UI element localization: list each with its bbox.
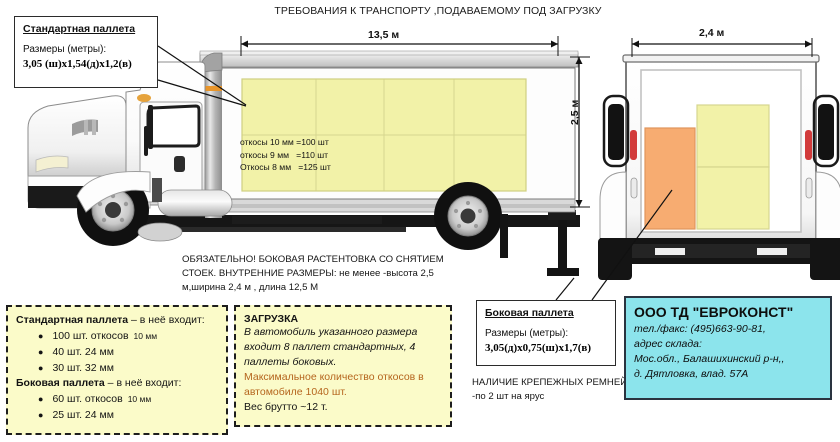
side-item-1: 25 шт. 24 мм (52, 409, 114, 421)
standard-item-1: 40 шт. 24 мм (52, 346, 114, 358)
standard-item-2: 30 шт. 32 мм (52, 362, 114, 374)
bullet-icon: ● (38, 394, 44, 404)
side-pallet-callout: Боковая паллета Размеры (метры): 3,05(д)… (476, 300, 616, 366)
landing-gear (547, 210, 579, 276)
list-item: ● 100 шт. откосов 10 мм (16, 328, 218, 344)
side-pallet-heading-bold: Боковая паллета (16, 377, 105, 389)
bullet-icon: ● (38, 363, 44, 373)
loading-italic-1: входит 8 паллет стандартных, 4 (244, 341, 416, 353)
list-item: ● 25 шт. 24 мм (16, 407, 218, 423)
cargo-pallets-rear (696, 104, 770, 230)
dimension-label-length: 13,5 м (368, 29, 400, 41)
dimension-label-width: 2,4 м (699, 27, 725, 39)
side-pallet-callout-label: Размеры (метры): (485, 328, 569, 339)
bullet-icon: ● (38, 331, 44, 341)
side-pallet-heading: Боковая паллета – в неё входит: (16, 376, 218, 391)
loading-italic-2: паллеты боковых. (244, 356, 337, 368)
side-pallet-heading-rest: – в неё входит: (104, 377, 182, 389)
loading-orange-0: Максимальное количество откосов в (244, 371, 424, 383)
rear-wheel (434, 182, 502, 250)
side-tarp-requirement-text: ОБЯЗАТЕЛЬНО! БОКОВАЯ РАСТЕНТОВКА СО СНЯТ… (182, 254, 444, 293)
standard-pallet-callout: Стандартная паллета Размеры (метры): 3,0… (14, 16, 158, 88)
loading-panel-title: ЗАГРУЗКА (244, 313, 299, 325)
standard-pallet-callout-header: Стандартная паллета (23, 23, 136, 35)
cargo-pallets-side (241, 78, 527, 192)
dimension-lines (240, 36, 813, 208)
bullet-icon: ● (38, 347, 44, 357)
standard-pallet-callout-dims: 3,05 (ш)x1,54(д)x1,2(в) (23, 58, 132, 70)
dimension-label-height: 2,5 м (569, 99, 581, 125)
standard-item-0: 100 шт. откосов (52, 330, 129, 342)
loading-italic-0: В автомобиль указанного размера (244, 326, 418, 338)
cargo-label-0: откосы 10 мм =100 шт (240, 137, 329, 147)
cargo-label-2: Откосы 8 мм =125 шт (240, 162, 331, 172)
side-view-truck (27, 50, 580, 276)
side-pallet-callout-header: Боковая паллета (485, 307, 574, 319)
page-title: ТРЕБОВАНИЯ К ТРАНСПОРТУ ,ПОДАВАЕМОМУ ПОД… (274, 5, 602, 17)
list-item: ● 40 шт. 24 мм (16, 344, 218, 360)
standard-pallet-heading-bold: Стандартная паллета (16, 314, 129, 326)
loading-gross-weight: Вес брутто ~12 т. (244, 401, 328, 413)
cargo-label-1: откосы 9 мм =110 шт (240, 149, 329, 160)
standard-pallet-heading: Стандартная паллета – в неё входит: (16, 313, 218, 328)
rear-mirrors (602, 94, 840, 168)
bullet-icon: ● (38, 410, 44, 420)
company-address-line-2: д. Дятловка, влад. 57А (634, 368, 749, 380)
standard-pallet-callout-label: Размеры (метры): (23, 44, 107, 55)
standard-item-0-unit: 10 мм (133, 331, 158, 341)
pallet-contents-panel: Стандартная паллета – в неё входит: ● 10… (6, 305, 228, 435)
rear-view-truck (598, 54, 840, 280)
side-pallet-rear (644, 127, 696, 230)
company-address-line-1: Мос.обл., Балашихинский р-н,, (634, 353, 785, 365)
cargo-quantity-labels: откосы 10 мм =100 шт откосы 9 мм =110 шт… (240, 136, 331, 174)
side-item-0: 60 шт. откосов (52, 393, 123, 405)
company-info-box: ООО ТД "ЕВРОКОНСТ" тел./факс: (495)663-9… (624, 296, 832, 400)
company-phone: тел./факс: (495)663-90-81, (634, 323, 766, 335)
company-name: ООО ТД "ЕВРОКОНСТ" (634, 304, 794, 320)
list-item: ● 30 шт. 32 мм (16, 360, 218, 376)
loading-panel: ЗАГРУЗКА В автомобиль указанного размера… (234, 305, 452, 427)
loading-orange-1: автомобиле 1040 шт. (244, 386, 347, 398)
side-item-0-unit: 10 мм (127, 394, 152, 404)
callout-leaders (157, 45, 673, 301)
list-item: ● 60 шт. откосов 10 мм (16, 391, 218, 407)
company-address-label: адрес склада: (634, 338, 702, 350)
side-pallet-callout-dims: 3,05(д)x0,75(ш)x1,7(в) (485, 342, 592, 354)
standard-pallet-heading-rest: – в неё входит: (128, 314, 205, 326)
front-wheel (76, 171, 151, 246)
fastening-straps-text: НАЛИЧИЕ КРЕПЕЖНЫХ РЕМНЕЙ -по 2 шт на яру… (472, 377, 628, 402)
